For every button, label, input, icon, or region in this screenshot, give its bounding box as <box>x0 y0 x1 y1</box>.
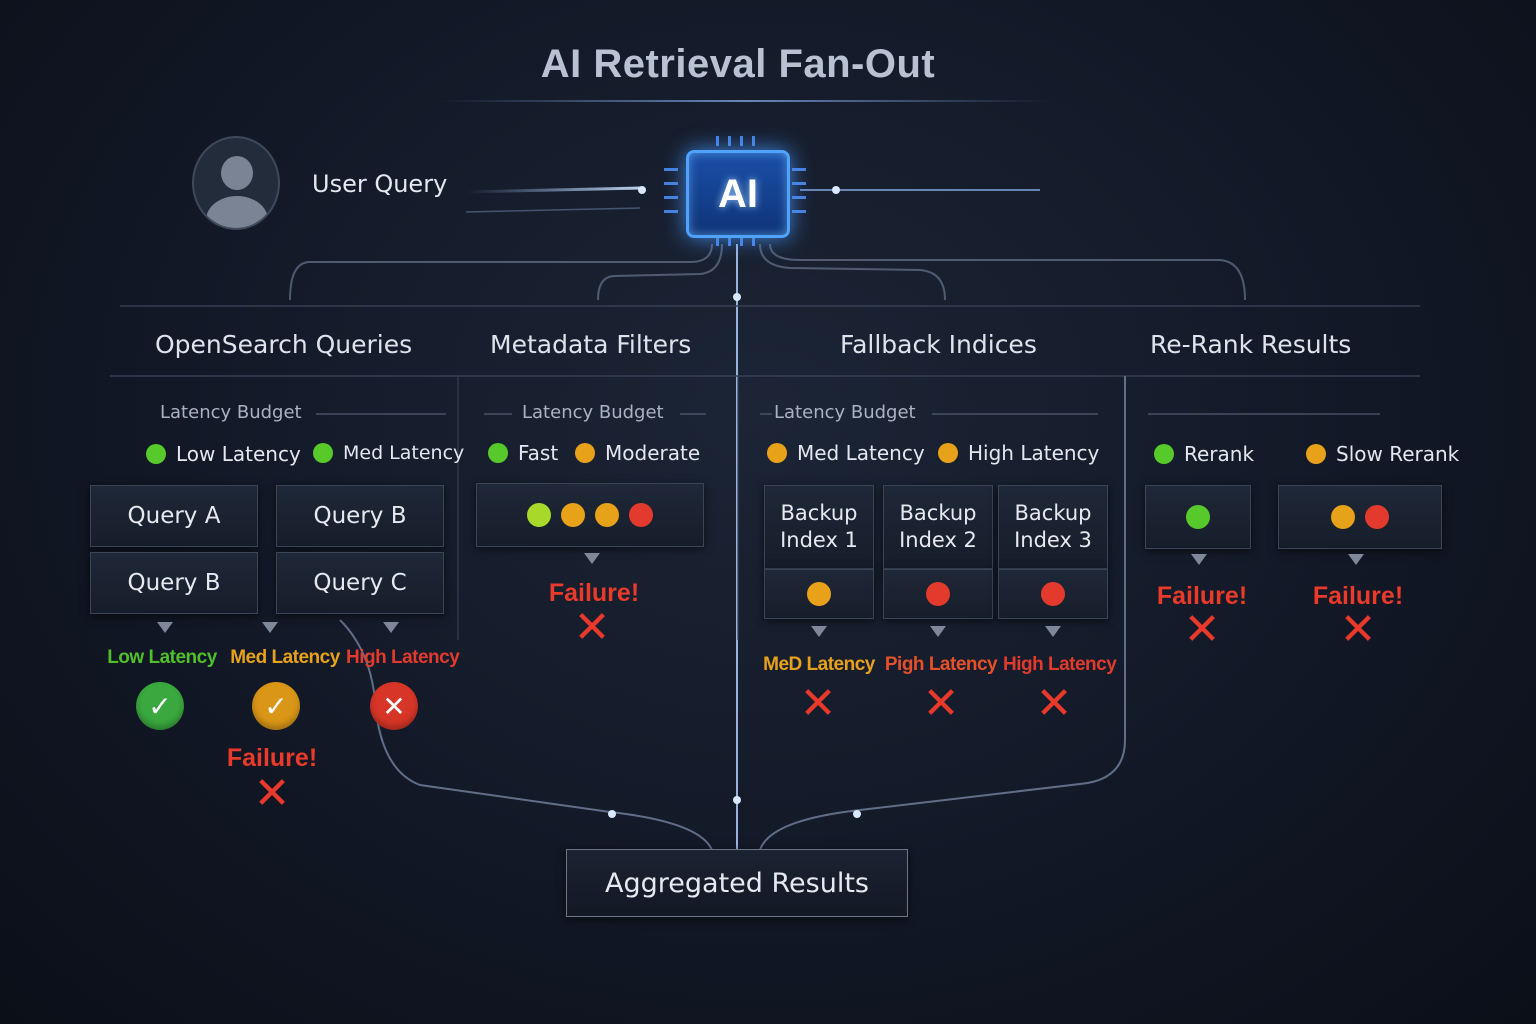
user-avatar-icon <box>192 136 280 230</box>
legend-label: Low Latency <box>176 442 301 466</box>
failure-label: Failure! <box>1156 582 1248 610</box>
title-divider <box>440 100 1050 102</box>
slow-rerank-box[interactable] <box>1278 485 1442 549</box>
backup-index-1[interactable]: Backup Index 1 <box>764 485 874 569</box>
cross-icon: ✕ <box>799 678 837 729</box>
arrow-down-icon <box>1191 554 1207 565</box>
status-dot <box>807 582 831 606</box>
legend-label: Moderate <box>605 441 701 465</box>
backup-index-3[interactable]: Backup Index 3 <box>998 485 1108 569</box>
heading-rerank-results: Re-Rank Results <box>1150 330 1352 359</box>
legend-item: Med Latency <box>313 442 464 464</box>
query-box-a[interactable]: Query A <box>90 485 258 547</box>
arrow-down-icon <box>930 626 946 637</box>
heading-fallback-indices: Fallback Indices <box>840 330 1037 359</box>
status-dot <box>767 443 787 463</box>
latency-budget-label: Latency Budget <box>522 402 664 423</box>
legend-label: Fast <box>518 441 559 465</box>
legend-item: Slow Rerank <box>1306 442 1459 466</box>
query-box-c[interactable]: Query C <box>276 552 444 614</box>
legend-item: Moderate <box>575 441 700 465</box>
latency-budget-label: Latency Budget <box>160 402 302 423</box>
status-dot <box>146 444 166 464</box>
index-status-box <box>883 569 993 619</box>
check-circle-icon: ✓ <box>136 682 184 730</box>
arrow-down-icon <box>1045 626 1061 637</box>
legend-item: Low Latency <box>146 442 301 466</box>
arrow-down-icon <box>262 622 278 633</box>
status-dot <box>561 503 585 527</box>
aggregated-results-box[interactable]: Aggregated Results <box>566 849 908 917</box>
cross-icon: ✕ <box>1183 604 1221 655</box>
legend-label: Med Latency <box>343 442 465 464</box>
legend-label: Rerank <box>1184 442 1255 466</box>
index-status-box <box>998 569 1108 619</box>
legend-label: Med Latency <box>797 441 925 465</box>
legend-label: High Latency <box>968 441 1100 465</box>
rerank-box[interactable] <box>1145 485 1251 549</box>
status-dot <box>575 443 595 463</box>
arrow-down-icon <box>383 622 399 633</box>
cpu-chip-icon: AI <box>686 150 790 238</box>
cross-icon: ✕ <box>922 678 960 729</box>
status-dot <box>926 582 950 606</box>
outcome-low-latency: Low Latency <box>107 647 217 668</box>
status-dot <box>1331 505 1355 529</box>
index-status-box <box>764 569 874 619</box>
status-dot <box>1365 505 1389 529</box>
backup-index-2[interactable]: Backup Index 2 <box>883 485 993 569</box>
cross-icon: ✕ <box>1339 604 1377 655</box>
query-box-b[interactable]: Query B <box>276 485 444 547</box>
failure-label: Failure! <box>226 744 318 772</box>
outcome-med-latency: Med Latency <box>230 647 340 668</box>
metadata-filter-box[interactable] <box>476 483 704 547</box>
status-dot <box>938 443 958 463</box>
legend-item: Rerank <box>1154 442 1254 466</box>
cross-icon: ✕ <box>1035 678 1073 729</box>
status-dot <box>527 503 551 527</box>
status-dot <box>1306 444 1326 464</box>
arrow-down-icon <box>811 626 827 637</box>
check-circle-icon: ✓ <box>252 682 300 730</box>
heading-metadata-filters: Metadata Filters <box>490 330 692 359</box>
legend-item: Med Latency <box>767 441 925 465</box>
legend-label: Slow Rerank <box>1336 442 1460 466</box>
outcome-high-latency: Pigh Latency <box>884 654 998 675</box>
outcome-high-latency: High Latency <box>1003 654 1117 675</box>
error-circle-icon: ✕ <box>370 682 418 730</box>
ai-chip-label: AI <box>718 171 758 216</box>
heading-opensearch-queries: OpenSearch Queries <box>155 330 413 359</box>
user-query-label: User Query <box>312 170 448 198</box>
legend-item: Fast <box>488 441 558 465</box>
arrow-down-icon <box>1348 554 1364 565</box>
status-dot <box>488 443 508 463</box>
legend-item: High Latency <box>938 441 1099 465</box>
diagram-title: AI Retrieval Fan-Out <box>540 42 936 86</box>
arrow-down-icon <box>157 622 173 633</box>
outcome-high-latency: High Latency <box>346 647 460 668</box>
cross-icon: ✕ <box>253 768 291 819</box>
cross-icon: ✕ <box>573 602 611 653</box>
failure-label: Failure! <box>548 579 640 607</box>
failure-label: Failure! <box>1312 582 1404 610</box>
status-dot <box>313 443 333 463</box>
query-box-b-2[interactable]: Query B <box>90 552 258 614</box>
status-dot <box>1154 444 1174 464</box>
status-dot <box>1186 505 1210 529</box>
arrow-down-icon <box>584 553 600 564</box>
latency-budget-label: Latency Budget <box>774 402 916 423</box>
status-dot <box>595 503 619 527</box>
status-dot <box>629 503 653 527</box>
outcome-med-latency: MeD Latency <box>763 654 875 675</box>
status-dot <box>1041 582 1065 606</box>
